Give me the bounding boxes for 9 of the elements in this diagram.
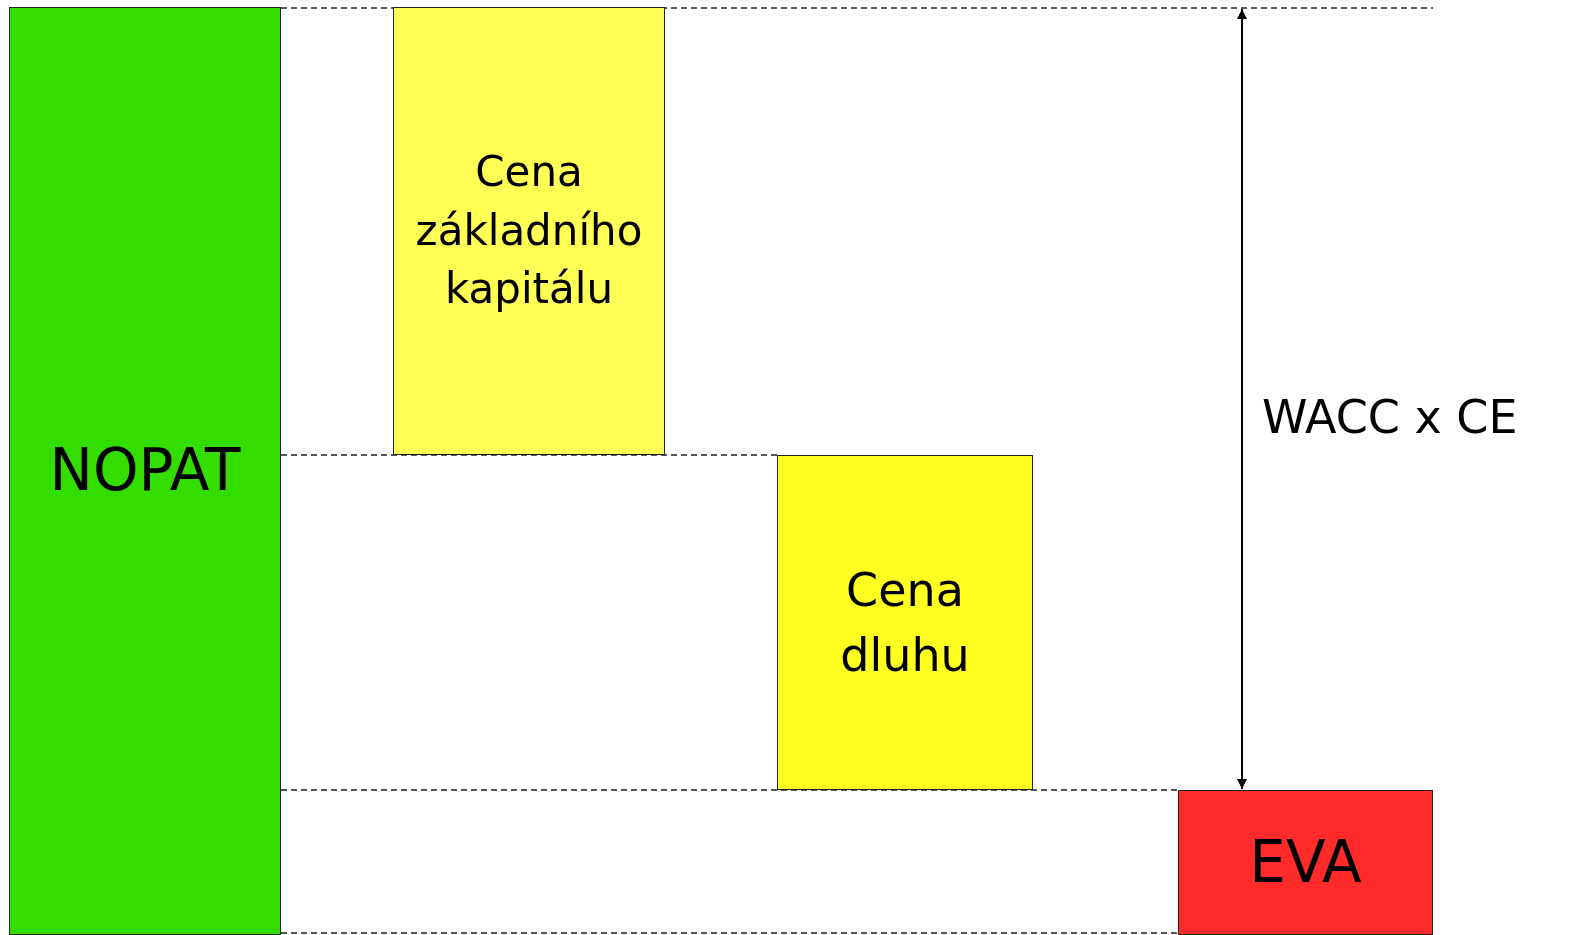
- value-block: [393, 7, 665, 455]
- value-block: [777, 455, 1033, 790]
- value-block: [9, 7, 281, 935]
- value-block: [1178, 790, 1433, 935]
- block-label: Cena dluhu: [839, 562, 971, 684]
- block-label: Cena základního kapitálu: [414, 145, 644, 316]
- dimension-label: WACC x CE: [1262, 390, 1518, 444]
- block-label: NOPAT: [48, 435, 242, 507]
- block-label: EVA: [1248, 826, 1363, 898]
